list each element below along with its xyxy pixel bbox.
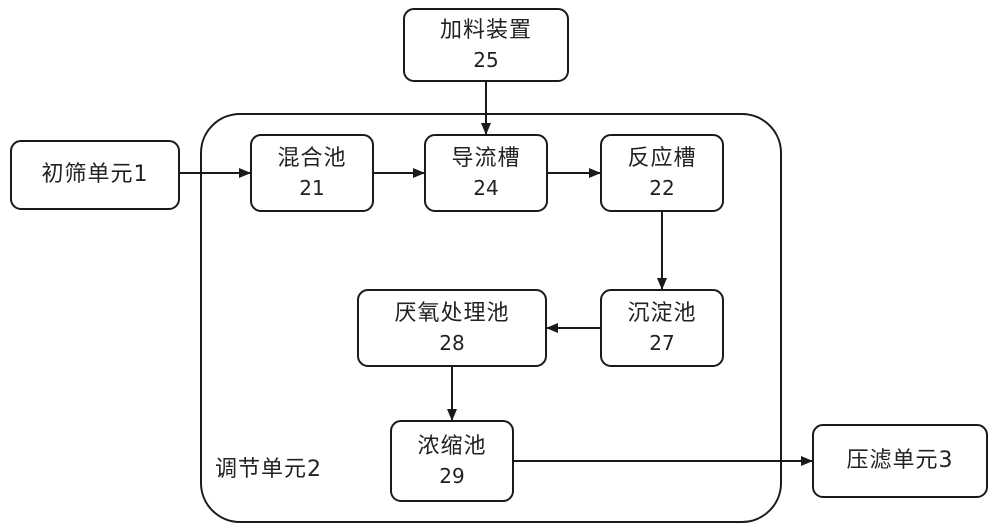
filter-press-unit-box: 压滤单元3	[812, 424, 988, 498]
feeder-device-box: 加料装置 25	[403, 8, 569, 82]
anaerobic-tank-name: 厌氧处理池	[394, 300, 509, 328]
regulation-unit-label: 调节单元2	[215, 451, 322, 483]
sedimentation-tank-number: 27	[649, 331, 674, 356]
feeder-device-number: 25	[473, 48, 498, 73]
mixing-tank-name: 混合池	[277, 145, 346, 173]
reaction-tank-box: 反应槽 22	[600, 134, 724, 212]
reaction-tank-number: 22	[649, 176, 674, 201]
diversion-channel-number: 24	[473, 176, 498, 201]
diversion-channel-box: 导流槽 24	[424, 134, 548, 212]
anaerobic-tank-number: 28	[439, 331, 464, 356]
thickening-tank-box: 浓缩池 29	[390, 420, 514, 502]
sedimentation-tank-name: 沉淀池	[627, 300, 696, 328]
mixing-tank-number: 21	[299, 176, 324, 201]
screening-unit-name: 初筛单元1	[42, 161, 149, 189]
diversion-channel-name: 导流槽	[451, 145, 520, 173]
mixing-tank-box: 混合池 21	[250, 134, 374, 212]
reaction-tank-name: 反应槽	[627, 145, 696, 173]
sedimentation-tank-box: 沉淀池 27	[600, 289, 724, 367]
thickening-tank-number: 29	[439, 464, 464, 489]
thickening-tank-name: 浓缩池	[417, 433, 486, 461]
anaerobic-tank-box: 厌氧处理池 28	[357, 289, 547, 367]
feeder-device-name: 加料装置	[440, 17, 532, 45]
screening-unit-box: 初筛单元1	[10, 140, 180, 210]
filter-press-unit-name: 压滤单元3	[847, 447, 954, 475]
